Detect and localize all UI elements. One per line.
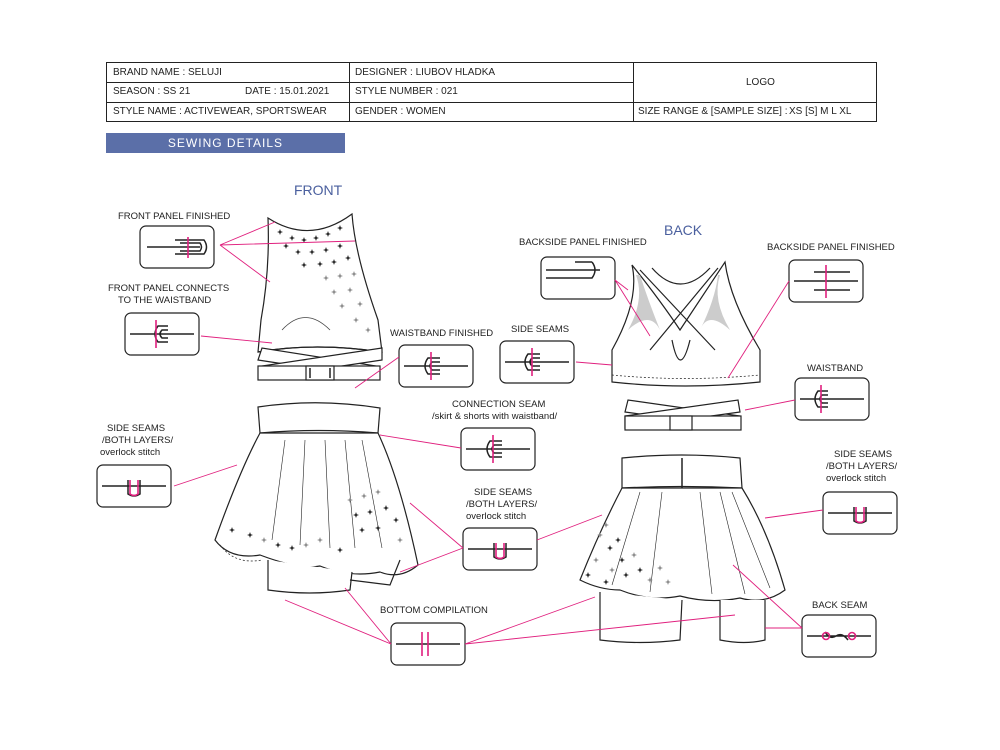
label-right-side-seams-3: overlock stitch — [826, 473, 887, 484]
label-mid-side-seams-2: /BOTH LAYERS/ — [466, 499, 538, 510]
label-mid-side-seams-3: overlock stitch — [466, 511, 527, 522]
date: DATE : 15.01.2021 — [245, 86, 330, 97]
size-range-label: SIZE RANGE & [SAMPLE SIZE] : — [638, 106, 788, 117]
designer: DESIGNER : LIUBOV HLADKA — [355, 67, 496, 78]
label-bottom-compilation: BOTTOM COMPILATION — [380, 605, 488, 616]
label-left-side-seams-2: /BOTH LAYERS/ — [102, 435, 174, 446]
label-waistband: WAISTBAND — [807, 363, 864, 374]
back-crop-top — [611, 260, 761, 431]
spec-header-table: BRAND NAME : SELUJI SEASON : SS 21 DATE … — [106, 62, 877, 122]
size-range-value: XS [S] M L XL — [789, 106, 852, 117]
section-title: SEWING DETAILS — [106, 133, 345, 153]
label-right-side-seams-2: /BOTH LAYERS/ — [826, 461, 898, 472]
label-front-panel-connects: FRONT PANEL CONNECTS — [108, 283, 230, 294]
leader-lines — [173, 221, 824, 645]
label-waistband-finished: WAISTBAND FINISHED — [390, 328, 494, 339]
label-backside-panel-finished-left: BACKSIDE PANEL FINISHED — [519, 237, 647, 248]
accent-stitches — [129, 237, 865, 656]
label-side-seams-top: SIDE SEAMS — [511, 324, 570, 335]
front-view-title: FRONT — [294, 182, 343, 198]
label-connection-seam-2: /skirt & shorts with waistband/ — [432, 411, 558, 422]
gender: GENDER : WOMEN — [355, 106, 446, 117]
front-skirt — [214, 402, 419, 594]
label-back-seam: BACK SEAM — [812, 600, 868, 611]
logo-placeholder: LOGO — [746, 77, 775, 88]
seam-symbols — [102, 239, 892, 645]
style-name: STYLE NAME : ACTIVEWEAR, SPORTSWEAR — [113, 106, 327, 117]
front-crop-top — [257, 212, 383, 381]
label-right-side-seams: SIDE SEAMS — [834, 449, 893, 460]
label-mid-side-seams: SIDE SEAMS — [474, 487, 533, 498]
label-backside-panel-finished-right: BACKSIDE PANEL FINISHED — [767, 242, 895, 253]
label-connection-seam: CONNECTION SEAM — [452, 399, 546, 410]
brand-name: BRAND NAME : SELUJI — [113, 67, 222, 78]
label-front-panel-finished: FRONT PANEL FINISHED — [118, 211, 231, 222]
label-left-side-seams-3: overlock stitch — [100, 447, 161, 458]
back-view-title: BACK — [664, 222, 703, 238]
label-left-side-seams: SIDE SEAMS — [107, 423, 166, 434]
back-skirt — [579, 454, 786, 644]
season: SEASON : SS 21 — [113, 86, 191, 97]
style-number: STYLE NUMBER : 021 — [355, 86, 458, 97]
label-front-panel-connects-2: TO THE WAISTBAND — [118, 295, 212, 306]
